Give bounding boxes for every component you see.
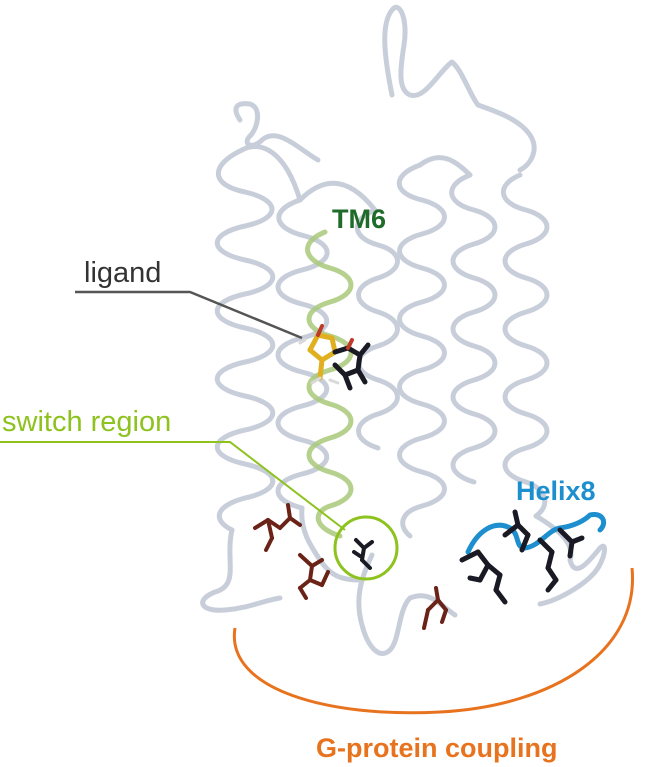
ligand-label: ligand [84,257,161,289]
ligand-molecule [298,324,371,391]
helix-tm6-highlight [305,229,354,539]
helix-tm2 [275,197,330,511]
switch-region-leader [0,441,346,531]
ligand-leader [75,290,303,340]
helix-tm5 [500,172,550,519]
helix-tm3 [396,162,447,539]
residues-dark-helix8 [459,509,585,605]
gprotein-coupling-arc [232,567,634,715]
intracellular-loop-1 [200,527,283,613]
extracellular-loop [382,5,537,173]
helix8-label: Helix8 [516,476,596,506]
loop-top-2 [417,155,473,178]
helix-tm4 [449,172,498,485]
helix-tm7 [354,207,400,451]
residues-red-left [253,503,330,600]
helix8-ribbon [465,511,607,555]
switch-region-label: switch region [2,406,171,438]
gprotein-coupling-label: G-protein coupling [316,733,557,763]
tm6-label: TM6 [332,204,386,234]
extracellular-loop-left [233,101,321,163]
protein-ribbon [200,5,608,656]
residues-dark-switch [352,538,374,570]
switch-region-circle [333,515,399,581]
loop-top-3 [239,144,303,203]
residues-red-bottom [422,586,448,630]
loop-top-1 [297,180,378,213]
helix-tm1 [214,147,276,533]
intracellular-loop-3 [533,513,608,607]
intracellular-loop-2 [356,552,458,656]
